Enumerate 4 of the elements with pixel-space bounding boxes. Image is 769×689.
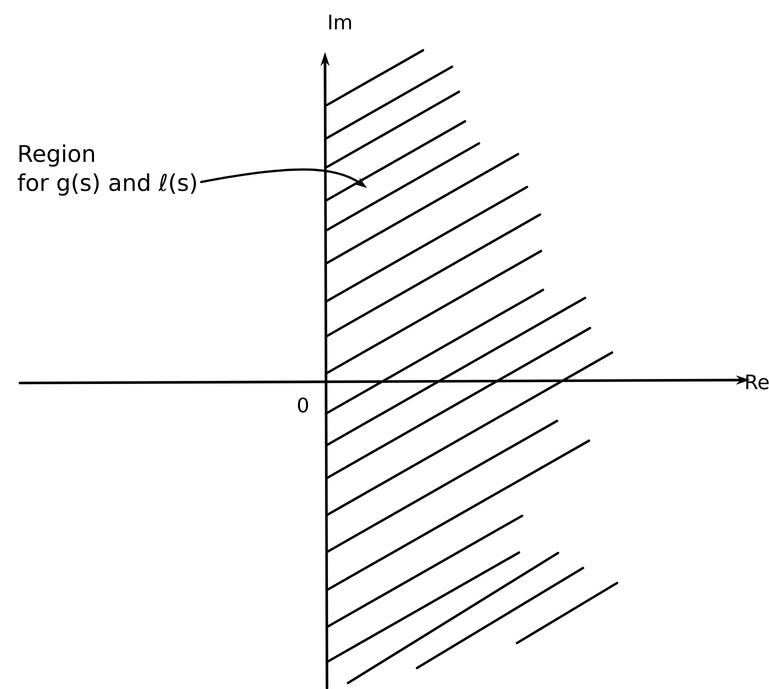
hatched-region-drawing <box>326 49 618 684</box>
axis-label: Im <box>329 14 351 30</box>
axis-label: Re <box>746 374 769 390</box>
region-label: Region for g(s) and ℓ(s) <box>18 144 196 196</box>
